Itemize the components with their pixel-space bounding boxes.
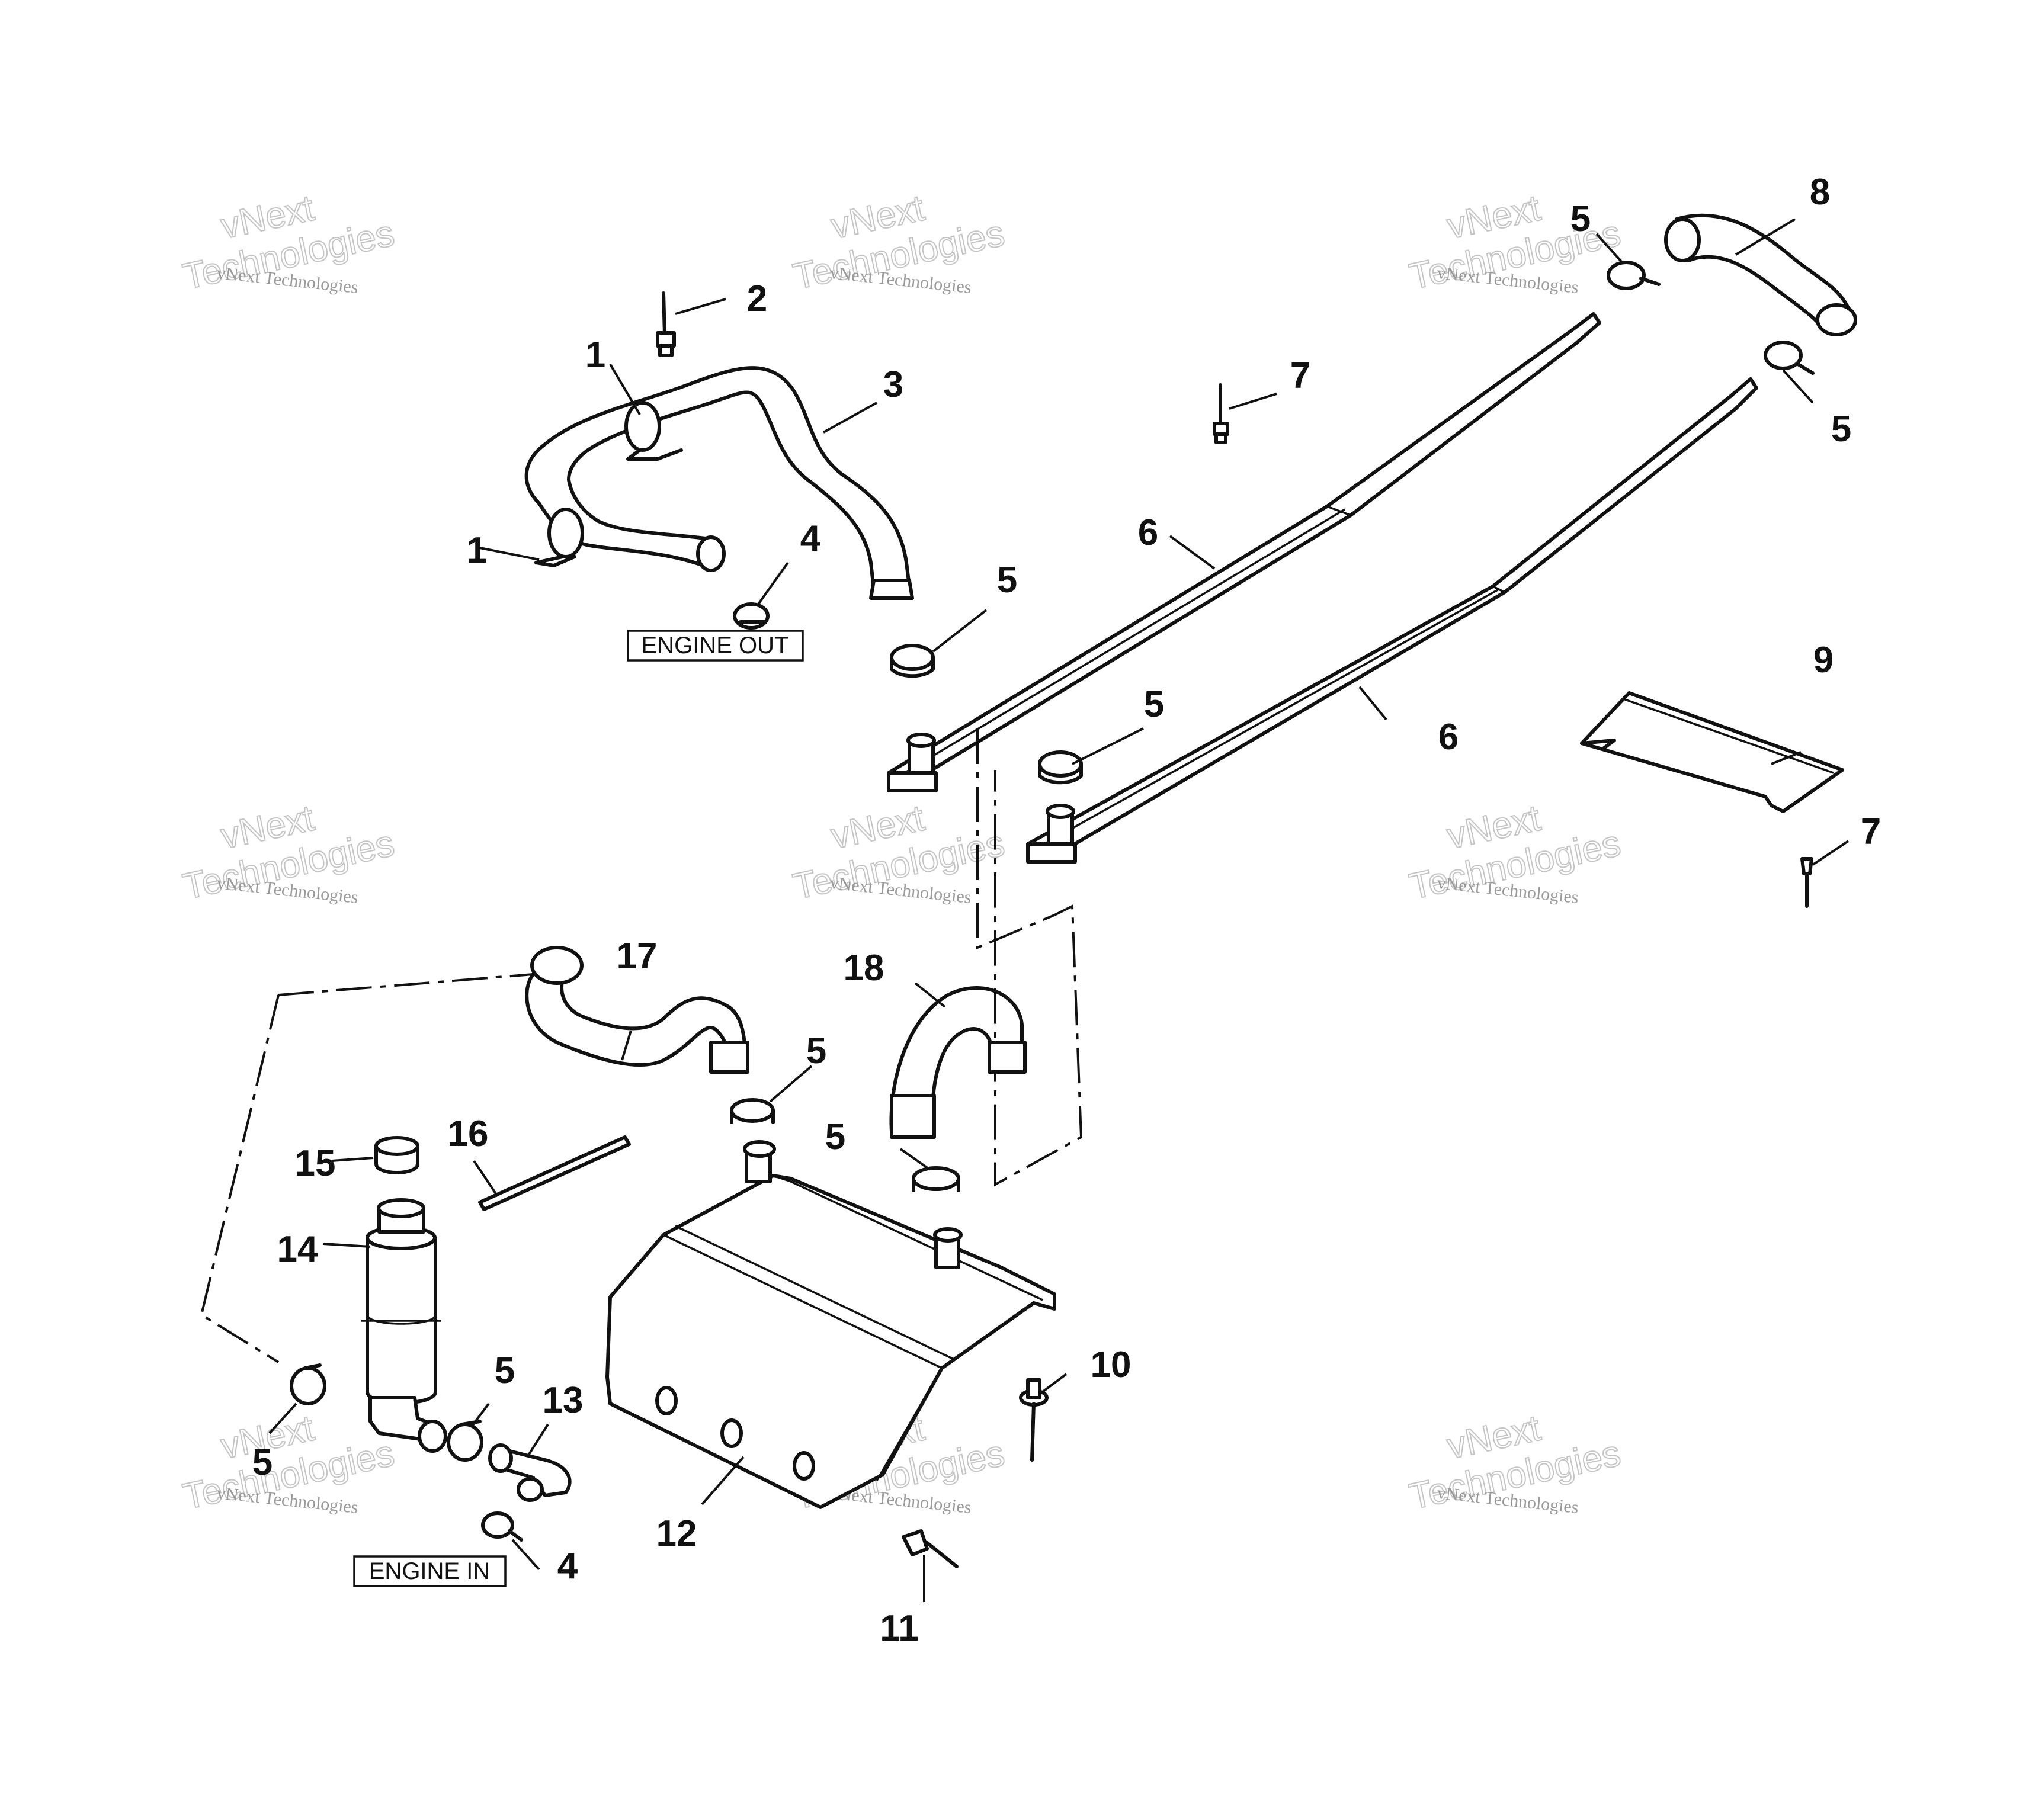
part-5-hose-clamp (1038, 750, 1083, 785)
callout-6: 6 (1138, 512, 1158, 553)
part-9-bracket (1580, 691, 1844, 813)
part-6-heat-exchanger-rail (887, 312, 1601, 792)
callout-17: 17 (617, 936, 658, 977)
callout-12: 12 (656, 1513, 697, 1554)
part-1-hose-bracket (624, 401, 683, 461)
callout-5: 5 (997, 560, 1017, 601)
part-3-engine-out-hose (524, 366, 914, 600)
part-14-reservoir-bottle (361, 1198, 447, 1453)
callout-18: 18 (844, 948, 884, 988)
callout-4: 4 (800, 518, 821, 559)
callout-14: 14 (277, 1229, 318, 1270)
dashed-assembly-outline (200, 728, 1083, 1363)
part-12-coolant-tank (605, 1140, 1056, 1509)
part-6-heat-exchanger-rail (1026, 377, 1758, 864)
callout-7: 7 (1861, 811, 1881, 852)
part-5-hose-clamp (1764, 341, 1815, 375)
callout-13: 13 (543, 1380, 584, 1421)
svg-text:ENGINE IN: ENGINE IN (369, 1558, 490, 1584)
part-5-hose-clamp (447, 1420, 483, 1462)
watermark-layer: vNext Technologies vNext Technologies vN… (179, 187, 1624, 1519)
callout-numbers: 1 1 2 3 4 4 5 5 5 5 5 5 5 5 6 6 7 7 8 9 … (252, 172, 1881, 1649)
callout-6: 6 (1438, 717, 1459, 757)
leader-lines (268, 218, 1850, 1602)
callout-5: 5 (495, 1350, 515, 1391)
callout-11: 11 (880, 1608, 919, 1649)
part-1-hose-bracket (534, 508, 584, 567)
part-8-hose (1664, 213, 1857, 336)
part-7-rivet (1213, 383, 1229, 444)
callout-16: 16 (448, 1113, 489, 1154)
part-17-hose (525, 946, 749, 1074)
callout-5: 5 (1570, 198, 1591, 239)
part-15-reservoir-cap (374, 1136, 419, 1174)
part-13-hose (488, 1443, 572, 1502)
callout-10: 10 (1091, 1344, 1132, 1385)
part-4-hose-clamp (733, 602, 770, 630)
part-18-hose (889, 986, 1027, 1139)
part-4-hose-clamp (481, 1511, 523, 1542)
engine-in-label-box: ENGINE IN (353, 1555, 507, 1587)
part-5-hose-clamp (290, 1363, 326, 1405)
callout-3: 3 (883, 364, 903, 405)
part-5-hose-clamp (730, 1098, 775, 1124)
callout-15: 15 (295, 1143, 336, 1184)
callout-9: 9 (1813, 640, 1834, 681)
callout-4: 4 (557, 1546, 578, 1587)
callout-1: 1 (467, 530, 487, 571)
engine-out-label-box: ENGINE OUT (627, 630, 804, 662)
part-5-hose-clamp (1607, 261, 1661, 290)
part-5-hose-clamp (890, 644, 935, 678)
callout-1: 1 (585, 335, 605, 375)
callout-2: 2 (747, 278, 767, 319)
callout-8: 8 (1810, 172, 1830, 213)
part-10-rivet (1019, 1378, 1049, 1462)
svg-text:ENGINE OUT: ENGINE OUT (642, 633, 789, 659)
part-11-drain-fitting (902, 1529, 959, 1568)
callout-7: 7 (1290, 355, 1310, 396)
part-16-overflow-tube (478, 1135, 631, 1211)
part-7-rivet (1800, 857, 1813, 908)
callout-5: 5 (806, 1031, 826, 1071)
callout-5: 5 (825, 1116, 845, 1157)
callout-5: 5 (1831, 409, 1851, 450)
part-2-rivet (656, 291, 676, 357)
callout-5: 5 (252, 1442, 273, 1483)
part-5-hose-clamp (912, 1166, 960, 1192)
callout-5: 5 (1144, 684, 1164, 725)
